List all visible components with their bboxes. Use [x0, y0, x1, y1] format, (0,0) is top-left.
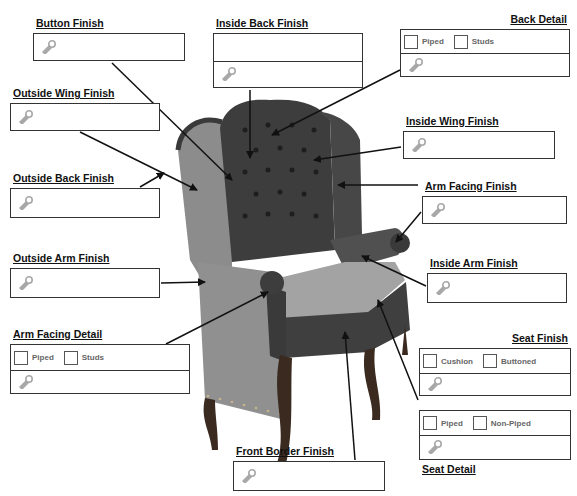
edit-icon [434, 281, 452, 295]
field-heading: Outside Wing Finish [13, 87, 114, 100]
finish-box: Outside Arm Finish [10, 268, 160, 298]
edit-icon [17, 196, 35, 210]
edit-icon [426, 377, 444, 391]
checkbox-label: Cushion [441, 357, 473, 366]
field-heading: Outside Back Finish [13, 172, 114, 185]
box-divider [214, 61, 362, 62]
field-heading: Button Finish [36, 17, 104, 30]
legs [204, 325, 408, 478]
field-heading: Back Detail [510, 13, 567, 26]
finish-box: Inside Wing Finish [403, 131, 555, 159]
leader-line [396, 212, 421, 242]
edit-icon [40, 40, 58, 54]
checkbox [404, 35, 418, 49]
leader-line [140, 173, 164, 187]
edit-icon [426, 440, 444, 454]
right-arm-scroll [390, 233, 410, 253]
box-divider [401, 53, 569, 54]
checkbox-label: Non-Piped [491, 419, 531, 428]
outside-arm [198, 262, 285, 420]
left-arm-scroll [260, 271, 284, 295]
leader-line [161, 282, 205, 283]
field-heading: Seat Finish [512, 332, 568, 345]
finish-box: Inside Arm Finish [427, 273, 567, 303]
leader-line [338, 184, 418, 186]
checkbox-label: Piped [441, 419, 463, 428]
field-heading: Seat Detail [422, 463, 476, 476]
checkbox-label: Studs [472, 37, 494, 46]
edit-icon [17, 110, 35, 124]
checkbox-row: Cushion Buttoned [420, 349, 542, 373]
finish-box: Seat FinishCushionButtoned [419, 348, 571, 396]
inside-wing [318, 112, 362, 248]
box-divider [11, 370, 189, 371]
checkbox [423, 416, 437, 430]
checkbox [14, 351, 28, 365]
leader-line [362, 256, 426, 286]
checkbox [64, 351, 78, 365]
box-divider [420, 435, 570, 436]
studs [207, 395, 282, 416]
leader-line [249, 90, 251, 158]
edit-icon [410, 138, 428, 152]
leader-line [166, 292, 268, 344]
finish-box: Front Border Finish [233, 461, 385, 491]
edit-icon [429, 203, 447, 217]
field-heading: Arm Facing Finish [425, 180, 517, 193]
checkbox-row: Piped Studs [401, 30, 500, 53]
leader-line [345, 332, 355, 460]
arm-facing [266, 285, 286, 362]
box-divider [420, 373, 570, 374]
edit-icon [17, 375, 35, 389]
finish-box: Back DetailPipedStuds [400, 29, 570, 77]
checkbox-label: Piped [422, 37, 444, 46]
finish-box: Arm Facing DetailPipedStuds [10, 344, 190, 394]
checkbox-row: Piped Non-Piped [420, 411, 537, 435]
field-heading: Front Border Finish [236, 445, 334, 458]
checkbox [473, 416, 487, 430]
finish-box: Inside Back Finish [213, 33, 363, 88]
edit-icon [240, 469, 258, 483]
leader-line [314, 147, 401, 160]
field-heading: Inside Wing Finish [406, 115, 499, 128]
checkbox-label: Buttoned [501, 357, 536, 366]
field-heading: Inside Back Finish [216, 17, 308, 30]
checkbox-row: Piped Studs [11, 345, 110, 370]
checkbox [423, 354, 437, 368]
edit-icon [407, 58, 425, 72]
checkbox-label: Piped [32, 353, 54, 362]
checkbox [454, 35, 468, 49]
finish-box: Seat DetailPipedNon-Piped [419, 410, 571, 460]
edit-icon [220, 67, 238, 81]
leader-line [378, 300, 418, 400]
chair [178, 100, 410, 478]
finish-box: Arm Facing Finish [422, 196, 567, 224]
finish-box: Outside Wing Finish [10, 103, 160, 131]
wing-roll [178, 120, 222, 150]
field-heading: Outside Arm Finish [13, 252, 109, 265]
checkbox-label: Studs [82, 353, 104, 362]
buttons [243, 123, 319, 219]
edit-icon [17, 276, 35, 290]
finish-box: Button Finish [33, 33, 185, 61]
field-heading: Inside Arm Finish [430, 257, 518, 270]
field-heading: Arm Facing Detail [13, 328, 102, 341]
inside-back [220, 100, 335, 262]
checkbox [483, 354, 497, 368]
finish-box: Outside Back Finish [10, 188, 160, 218]
front-border [278, 282, 410, 358]
